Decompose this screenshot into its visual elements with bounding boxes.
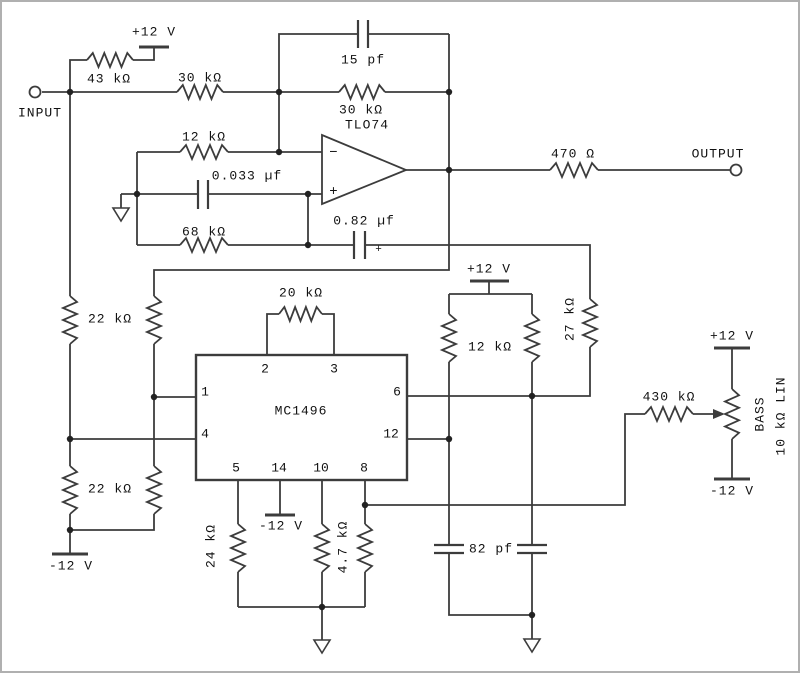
ic-part-label: MC1496	[274, 403, 328, 419]
input-label: INPUT	[17, 105, 63, 121]
resistor-22k-right-upper	[144, 295, 164, 345]
junction-dot	[66, 526, 74, 534]
wire-feedback-down	[153, 34, 450, 296]
pot-name-label: BASS	[752, 396, 768, 432]
resistor-pin10	[312, 523, 332, 573]
junction-dot	[445, 88, 453, 96]
ic-pin-2: 2	[261, 361, 269, 377]
junction-dot	[275, 148, 283, 156]
r22k-upper-label: 22 kΩ	[87, 311, 133, 327]
vcc-pot-label: +12 V	[709, 328, 755, 344]
ic-pin-4: 4	[201, 426, 209, 442]
output-label: OUTPUT	[691, 146, 745, 162]
r470-label: 470 Ω	[550, 146, 596, 162]
wire-082-to-27k	[365, 244, 591, 299]
r30k-feedback-label: 30 kΩ	[338, 102, 384, 118]
junction-dot	[304, 190, 312, 198]
resistor-30k-feedback	[338, 82, 386, 102]
resistor-22k-left-lower	[60, 465, 80, 515]
c82pf-label: 82 pf	[468, 541, 514, 557]
wire-pin3	[322, 313, 335, 355]
wire-27k-to-pin6	[407, 347, 591, 397]
vee-pot-label: -12 V	[709, 483, 755, 499]
resistor-27k	[580, 298, 600, 348]
r43k-label: 43 kΩ	[86, 71, 132, 87]
wire-43k-branch	[69, 59, 87, 92]
ground-icon	[312, 639, 332, 655]
ic-pin-6: 6	[393, 384, 401, 400]
ic-pin-10: 10	[313, 460, 329, 476]
resistor-430k	[644, 404, 694, 424]
vee-pin14-label: -12 V	[258, 518, 304, 534]
c082-label: 0.82 µf	[333, 213, 395, 229]
junction-dot	[445, 166, 453, 174]
ic-pin-5: 5	[232, 460, 240, 476]
resistor-12k-right	[522, 313, 542, 363]
ic-pin-1: 1	[201, 384, 209, 400]
resistor-22k-left-upper	[60, 295, 80, 345]
r24k-label: 24 kΩ	[203, 523, 219, 569]
r20k-label: 20 kΩ	[278, 285, 324, 301]
ground-icon	[111, 207, 131, 223]
opamp-body	[321, 133, 409, 206]
opamp-part-label: TLO74	[344, 117, 390, 133]
junction-dot	[304, 241, 312, 249]
junction-dot	[275, 88, 283, 96]
vcc-mid-label: +12 V	[466, 261, 512, 277]
ic-pin-3: 3	[330, 361, 338, 377]
c15pf-label: 15 pf	[340, 52, 386, 68]
pot-wiper-arrow-icon	[713, 409, 725, 419]
resistor-68k	[179, 235, 229, 255]
wire-feedback-left	[278, 33, 358, 92]
pot-value-label: 10 kΩ LIN	[773, 376, 789, 456]
c082-polarity: +	[375, 244, 383, 256]
resistor-20k	[278, 304, 323, 324]
opamp-plus: +	[329, 184, 339, 200]
resistor-12k-left	[439, 313, 459, 363]
r430k-label: 430 kΩ	[642, 389, 696, 405]
resistor-43k	[86, 50, 134, 70]
ground-icon	[522, 638, 542, 654]
c0033-label: 0.033 µf	[211, 168, 283, 184]
wire-82a-bottom	[448, 553, 532, 616]
wire-pin8-to-430k	[365, 413, 645, 506]
junction-dot	[528, 611, 536, 619]
junction-dot	[318, 603, 326, 611]
wire-43k-to-vcc	[133, 48, 155, 61]
r12k-pair-label: 12 kΩ	[467, 339, 513, 355]
junction-dot	[133, 190, 141, 198]
ic-pin-14: 14	[271, 460, 287, 476]
resistor-470	[549, 160, 599, 180]
vee-left-label: -12 V	[48, 558, 94, 574]
vcc-top-label: +12 V	[131, 24, 177, 40]
r22k-lower-label: 22 kΩ	[87, 481, 133, 497]
output-terminal	[729, 163, 743, 177]
junction-dot	[361, 501, 369, 509]
junction-dot	[66, 435, 74, 443]
junction-dot	[528, 392, 536, 400]
resistor-22k-right-lower	[144, 465, 164, 515]
r27k-label: 27 kΩ	[562, 296, 578, 342]
r12k-inverting-label: 12 kΩ	[181, 129, 227, 145]
resistor-24k	[228, 523, 248, 573]
ic-pin-12: 12	[383, 426, 399, 442]
resistor-4.7k	[355, 523, 375, 573]
resistor-30k-input	[176, 82, 224, 102]
opamp-minus: −	[329, 145, 339, 161]
r68k-label: 68 kΩ	[181, 224, 227, 240]
r4-7k-label: 4.7 kΩ	[335, 520, 351, 574]
ic-mc1496-body	[194, 353, 409, 482]
potentiometer-element	[722, 388, 742, 440]
wire-pin2	[266, 313, 279, 355]
input-terminal	[28, 85, 42, 99]
junction-dot	[66, 88, 74, 96]
junction-dot	[150, 393, 158, 401]
ic-pin-8: 8	[360, 460, 368, 476]
wire-22k-right-bottom	[70, 514, 155, 531]
resistor-12k-inverting	[179, 142, 229, 162]
junction-dot	[445, 435, 453, 443]
r30k-input-label: 30 kΩ	[177, 70, 223, 86]
